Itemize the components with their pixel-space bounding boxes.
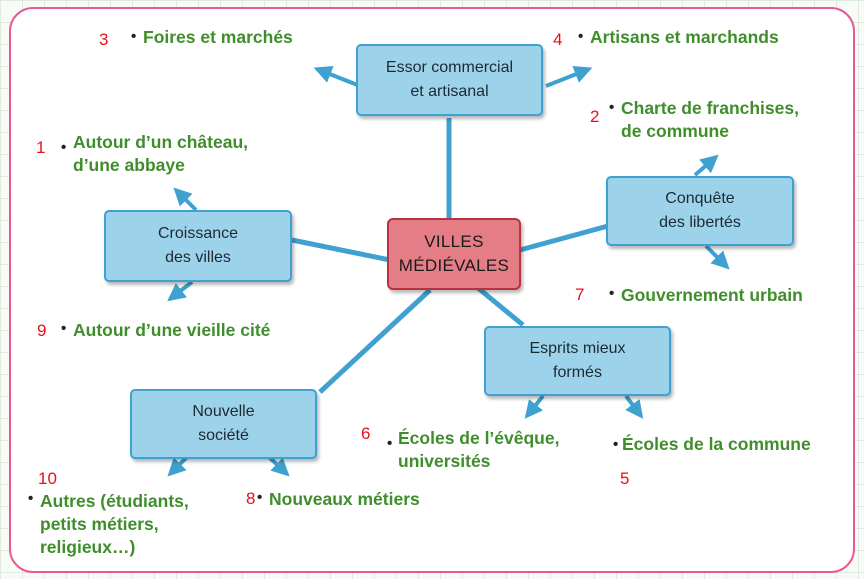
arrow-vieille-cite: [167, 280, 194, 302]
item-chateau-abbaye: Autour d’un château, d’une abbaye: [73, 132, 248, 175]
branch-libertes: Conquête des libertés: [606, 176, 794, 246]
item-number-5: 5: [620, 469, 630, 488]
item-vieille-cite: Autour d’une vieille cité: [73, 320, 271, 340]
branch-societe-label: Nouvelle société: [192, 403, 255, 444]
center-node: VILLES MÉDIÉVALES: [387, 218, 521, 290]
bullet-7: •: [609, 285, 615, 302]
arrow-nouveaux-metiers: [266, 454, 290, 477]
bullet-8: •: [257, 489, 263, 506]
item-artisans-marchands: Artisans et marchands: [590, 27, 779, 47]
branch-croissance: Croissance des villes: [104, 210, 292, 282]
arrow-chateau: [173, 187, 198, 212]
link-center-esprits: [476, 286, 525, 327]
arrow-autres: [167, 454, 190, 477]
link-center-libertes: [519, 223, 609, 253]
item-number-9: 9: [37, 321, 47, 340]
item-number-6: 6: [361, 424, 371, 443]
item-foires-marches: Foires et marchés: [143, 27, 293, 47]
item-nouveaux-metiers: Nouveaux métiers: [269, 489, 420, 509]
item-number-3: 3: [99, 30, 109, 49]
arrow-ecoles-eveque: [524, 394, 545, 419]
bullet-5: •: [613, 436, 619, 453]
link-center-croissance: [291, 237, 391, 263]
bullet-10: •: [28, 490, 34, 507]
bullet-3: •: [131, 28, 137, 45]
bullet-9: •: [61, 320, 67, 337]
item-number-10: 10: [38, 469, 57, 488]
branch-essor: Essor commercial et artisanal: [356, 44, 543, 116]
item-gouvernement-urbain: Gouvernement urbain: [621, 285, 803, 305]
item-number-2: 2: [590, 107, 600, 126]
arrow-artisans: [545, 65, 593, 88]
branch-libertes-label: Conquête des libertés: [659, 190, 741, 231]
arrow-foires: [313, 65, 361, 88]
bullet-6: •: [387, 435, 393, 452]
branch-croissance-label: Croissance des villes: [157, 225, 239, 266]
branch-esprits: Esprits mieux formés: [484, 326, 671, 396]
arrow-charte: [693, 154, 719, 177]
item-number-1: 1: [36, 138, 46, 157]
item-charte-franchises: Charte de franchises, de commune: [621, 98, 799, 141]
item-number-8: 8: [246, 489, 256, 508]
branch-societe: Nouvelle société: [130, 389, 317, 459]
arrow-gouvernement: [704, 244, 730, 270]
link-center-societe: [318, 288, 432, 394]
arrow-ecoles-commune: [624, 394, 644, 419]
item-autres: Autres (étudiants, petits métiers, relig…: [40, 491, 189, 557]
item-number-4: 4: [553, 30, 563, 49]
bullet-2: •: [609, 99, 615, 116]
item-number-7: 7: [575, 285, 585, 304]
branch-esprits-label: Esprits mieux formés: [529, 340, 626, 381]
center-node-label: VILLES MÉDIÉVALES: [398, 232, 510, 275]
branch-essor-label: Essor commercial et artisanal: [385, 59, 514, 100]
item-ecoles-eveque: Écoles de l’évêque, universités: [398, 428, 560, 471]
item-ecoles-commune: Écoles de la commune: [622, 434, 811, 454]
bullet-4: •: [578, 28, 584, 45]
bullet-1: •: [61, 139, 67, 156]
